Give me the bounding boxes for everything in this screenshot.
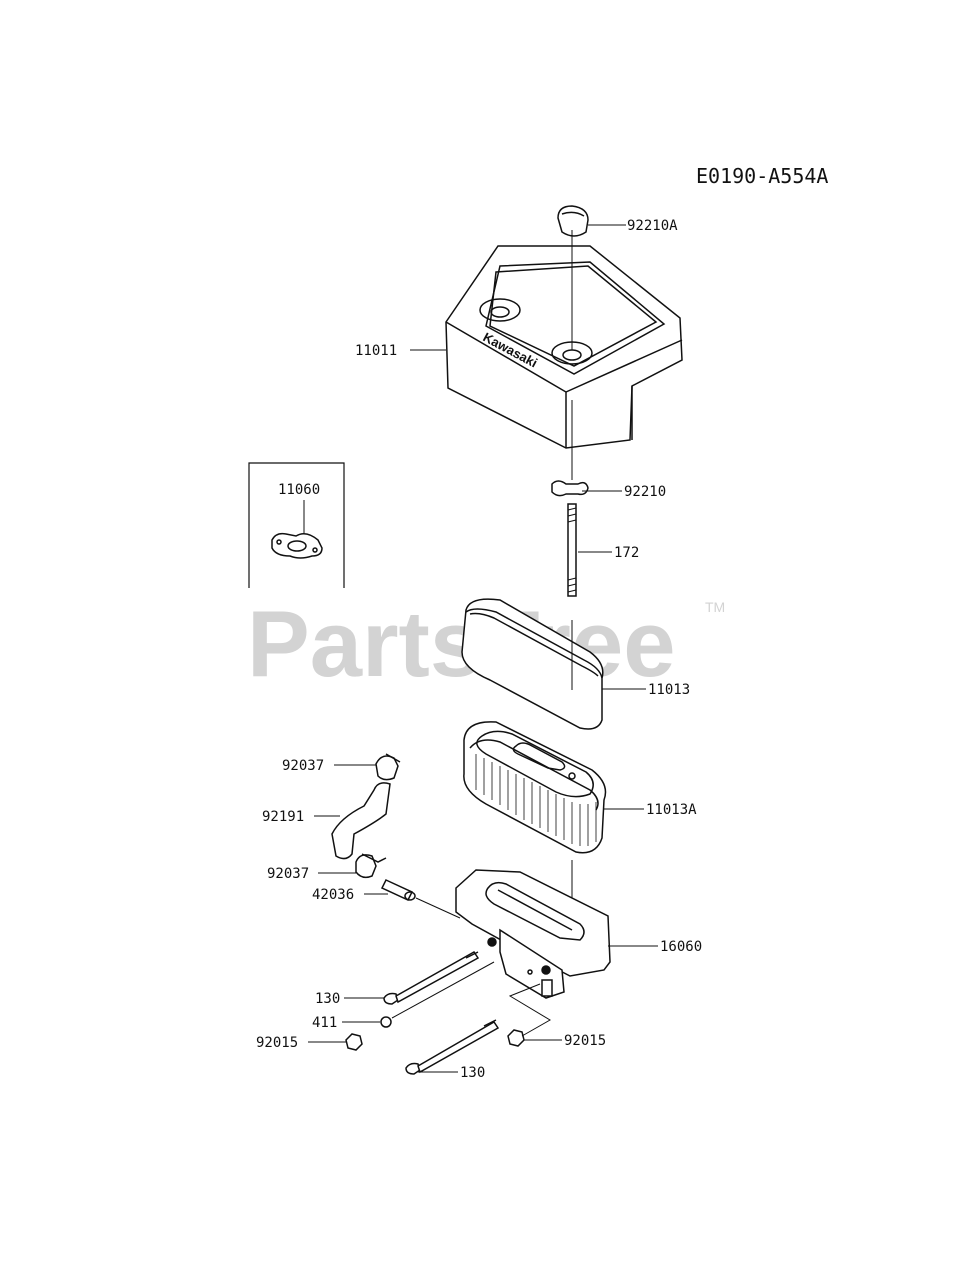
watermark-text: PartsTree — [247, 591, 676, 696]
leader-lines — [303, 224, 658, 1073]
part-drawings: Kawasaki — [248, 205, 683, 1075]
part-411-washer — [380, 961, 495, 1028]
part-92191-breather-hose — [331, 782, 391, 860]
part-92015-nut-right — [507, 983, 551, 1047]
callout-16060: 16060 — [660, 939, 702, 955]
watermark: PartsTree TM — [247, 591, 725, 696]
callout-92015-left: 92015 — [256, 1035, 298, 1051]
part-92210-wing-nut — [551, 480, 589, 497]
callout-92015-right: 92015 — [564, 1033, 606, 1049]
part-11013A-filter-element — [463, 721, 607, 854]
part-16060-base — [455, 869, 611, 999]
callout-92037-bottom: 92037 — [267, 866, 309, 882]
callout-labels: 92210A 11011 11060 92210 172 11013 92037… — [256, 218, 702, 1081]
callout-411: 411 — [312, 1015, 337, 1031]
callout-11013: 11013 — [648, 682, 690, 698]
part-92037-clamp-bottom — [355, 853, 387, 879]
part-92015-nut-left — [345, 1033, 363, 1051]
callout-11060: 11060 — [278, 482, 320, 498]
callout-11013A: 11013A — [646, 802, 697, 818]
callout-92210A: 92210A — [627, 218, 678, 234]
part-130-bolt-upper — [383, 951, 480, 1005]
callout-130-upper: 130 — [315, 991, 340, 1007]
part-92210A-knob — [557, 205, 589, 237]
part-11011-air-cleaner-cover — [445, 245, 683, 449]
part-130-bolt-lower — [405, 1019, 500, 1075]
part-11013-pre-filter — [461, 598, 604, 730]
callout-172: 172 — [614, 545, 639, 561]
callout-11011: 11011 — [355, 343, 397, 359]
part-172-stud — [567, 503, 577, 597]
inset-11060-gasket — [248, 462, 345, 588]
callout-92210: 92210 — [624, 484, 666, 500]
callout-42036: 42036 — [312, 887, 354, 903]
callout-130-lower: 130 — [460, 1065, 485, 1081]
callout-92037-top: 92037 — [282, 758, 324, 774]
part-92037-clamp-top — [375, 753, 401, 781]
part-42036-pipe — [380, 879, 461, 919]
diagram-code: E0190-A554A — [696, 164, 828, 188]
watermark-trademark: TM — [705, 599, 725, 615]
callout-92191: 92191 — [262, 809, 304, 825]
